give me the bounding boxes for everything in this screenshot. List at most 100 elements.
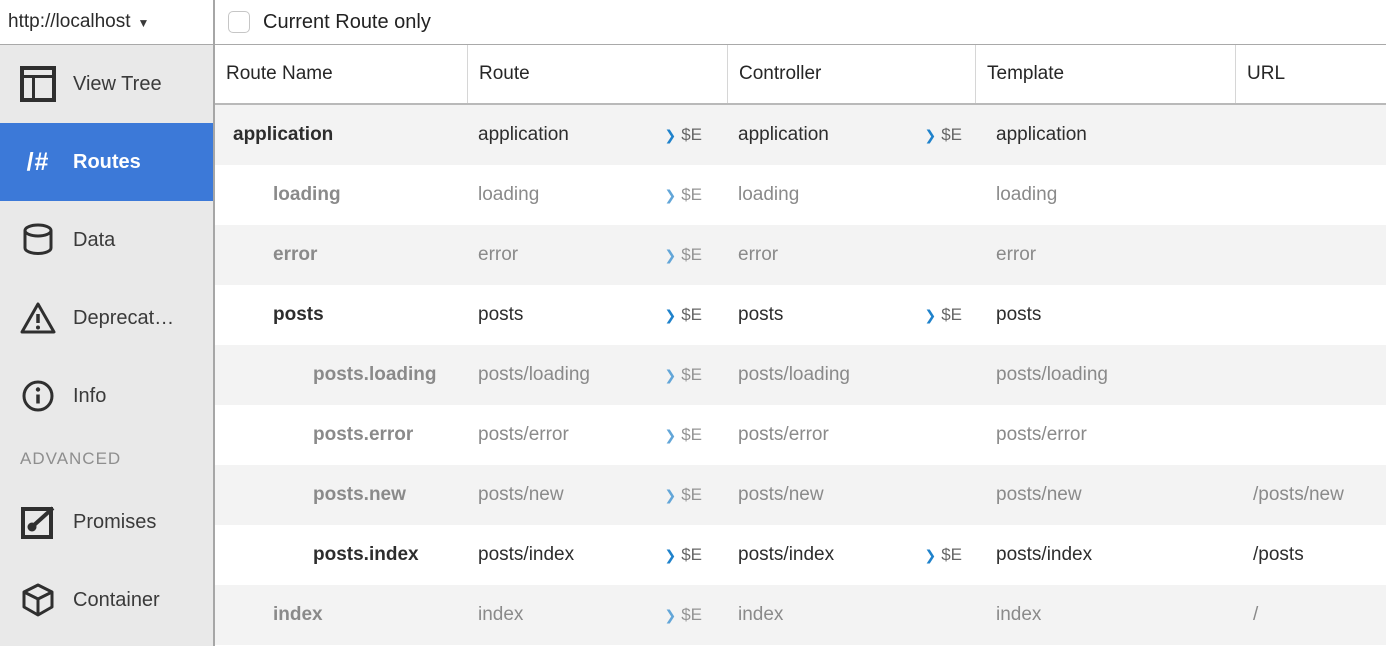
column-header-route-name: Route Name (215, 45, 468, 103)
chevron-right-icon: ❯ (664, 366, 677, 383)
send-controller-to-console-button[interactable]: ❯ $E (924, 305, 962, 325)
sidebar-item-view-tree[interactable]: View Tree (0, 45, 213, 123)
console-variable-label: $E (681, 365, 702, 384)
controller-cell: posts/error ❯ $E (728, 405, 976, 465)
sidebar-item-deprecations[interactable]: Deprecat… (0, 279, 213, 357)
sidebar-item-data[interactable]: Data (0, 201, 213, 279)
sidebar-item-routes[interactable]: /# Routes (0, 123, 213, 201)
url-cell (1236, 225, 1386, 285)
chevron-right-icon: ❯ (664, 186, 677, 203)
route-value: posts (478, 304, 524, 325)
route-value: loading (478, 184, 540, 205)
send-controller-to-console-button[interactable]: ❯ $E (924, 545, 962, 565)
chevron-right-icon: ❯ (924, 126, 937, 143)
route-name-cell: error (273, 244, 318, 265)
route-cell: posts/new ❯ $E (468, 465, 728, 525)
column-header-template: Template (976, 45, 1236, 103)
route-table-row: error error ❯ $E error ❯ $E error (215, 225, 1386, 285)
route-cell: posts/index ❯ $E (468, 525, 728, 585)
routes-icon: /# (26, 147, 50, 176)
send-route-to-console-button[interactable]: ❯ $E (664, 305, 702, 325)
template-cell: index (996, 604, 1042, 625)
chevron-right-icon: ❯ (664, 246, 677, 263)
chevron-right-icon: ❯ (664, 126, 677, 143)
target-app-url: http://localhost (8, 11, 131, 32)
route-value: index (478, 604, 524, 625)
current-route-only-checkbox[interactable] (228, 11, 250, 33)
console-variable-label: $E (681, 125, 702, 144)
chevron-down-icon: ▼ (137, 16, 150, 30)
controller-cell: index ❯ $E (728, 585, 976, 645)
template-cell: posts/index (996, 544, 1093, 565)
route-name-cell: loading (273, 184, 341, 205)
send-route-to-console-button[interactable]: ❯ $E (664, 425, 702, 445)
target-app-selector[interactable]: http://localhost ▼ (0, 0, 215, 45)
controller-cell: posts/new ❯ $E (728, 465, 976, 525)
url-cell (1236, 345, 1386, 405)
chevron-right-icon: ❯ (664, 546, 677, 563)
send-route-to-console-button[interactable]: ❯ $E (664, 245, 702, 265)
routes-table-body: application application ❯ $E application… (215, 105, 1386, 645)
promises-icon (18, 502, 58, 542)
route-value: posts/new (478, 484, 564, 505)
chevron-right-icon: ❯ (664, 486, 677, 503)
send-route-to-console-button[interactable]: ❯ $E (664, 605, 702, 625)
routes-table-header: Route Name Route Controller Template URL (215, 45, 1386, 105)
controller-value: posts/new (738, 484, 824, 505)
sidebar-section-advanced: ADVANCED (20, 449, 122, 468)
template-cell: posts/error (996, 424, 1087, 445)
route-name-cell: posts.new (313, 484, 406, 505)
route-name-cell: posts.loading (313, 364, 437, 385)
route-table-row: application application ❯ $E application… (215, 105, 1386, 165)
route-table-row: posts.index posts/index ❯ $E posts/index… (215, 525, 1386, 585)
route-cell: index ❯ $E (468, 585, 728, 645)
current-route-only-label[interactable]: Current Route only (263, 10, 431, 33)
console-variable-label: $E (681, 245, 702, 264)
chevron-right-icon: ❯ (924, 306, 937, 323)
template-cell: error (996, 244, 1037, 265)
column-header-route: Route (468, 45, 728, 103)
column-header-controller: Controller (728, 45, 976, 103)
template-cell: posts (996, 304, 1042, 325)
send-route-to-console-button[interactable]: ❯ $E (664, 185, 702, 205)
send-controller-to-console-button[interactable]: ❯ $E (924, 125, 962, 145)
route-table-row: posts.loading posts/loading ❯ $E posts/l… (215, 345, 1386, 405)
send-route-to-console-button[interactable]: ❯ $E (664, 365, 702, 385)
info-icon (18, 376, 58, 416)
console-variable-label: $E (681, 425, 702, 444)
controller-cell: application ❯ $E (728, 105, 976, 165)
template-cell: application (996, 124, 1087, 145)
controller-cell: loading ❯ $E (728, 165, 976, 225)
chevron-right-icon: ❯ (664, 426, 677, 443)
sidebar-item-label: Promises (73, 510, 157, 533)
route-value: posts/loading (478, 364, 590, 385)
chevron-right-icon: ❯ (664, 606, 677, 623)
sidebar-item-promises[interactable]: Promises (0, 483, 213, 561)
url-cell (1236, 405, 1386, 465)
console-variable-label: $E (681, 305, 702, 324)
route-cell: error ❯ $E (468, 225, 728, 285)
route-cell: posts/error ❯ $E (468, 405, 728, 465)
send-route-to-console-button[interactable]: ❯ $E (664, 545, 702, 565)
database-icon (18, 220, 58, 260)
route-cell: application ❯ $E (468, 105, 728, 165)
sidebar-item-label: Deprecat… (73, 306, 175, 329)
sidebar-item-label: Routes (73, 150, 141, 173)
route-name-cell: application (233, 124, 334, 145)
route-cell: posts/loading ❯ $E (468, 345, 728, 405)
sidebar-item-container[interactable]: Container (0, 561, 213, 639)
send-route-to-console-button[interactable]: ❯ $E (664, 125, 702, 145)
route-cell: loading ❯ $E (468, 165, 728, 225)
sidebar-item-info[interactable]: Info (0, 357, 213, 435)
controller-value: loading (738, 184, 800, 205)
controller-value: posts/error (738, 424, 829, 445)
sidebar-item-label: Data (73, 228, 116, 251)
template-cell: posts/loading (996, 364, 1108, 385)
route-table-row: posts.new posts/new ❯ $E posts/new ❯ $E … (215, 465, 1386, 525)
column-header-url: URL (1247, 63, 1286, 84)
url-cell: /posts/new (1253, 484, 1344, 505)
send-route-to-console-button[interactable]: ❯ $E (664, 485, 702, 505)
console-variable-label: $E (681, 185, 702, 204)
controller-cell: error ❯ $E (728, 225, 976, 285)
controller-value: error (738, 244, 779, 265)
